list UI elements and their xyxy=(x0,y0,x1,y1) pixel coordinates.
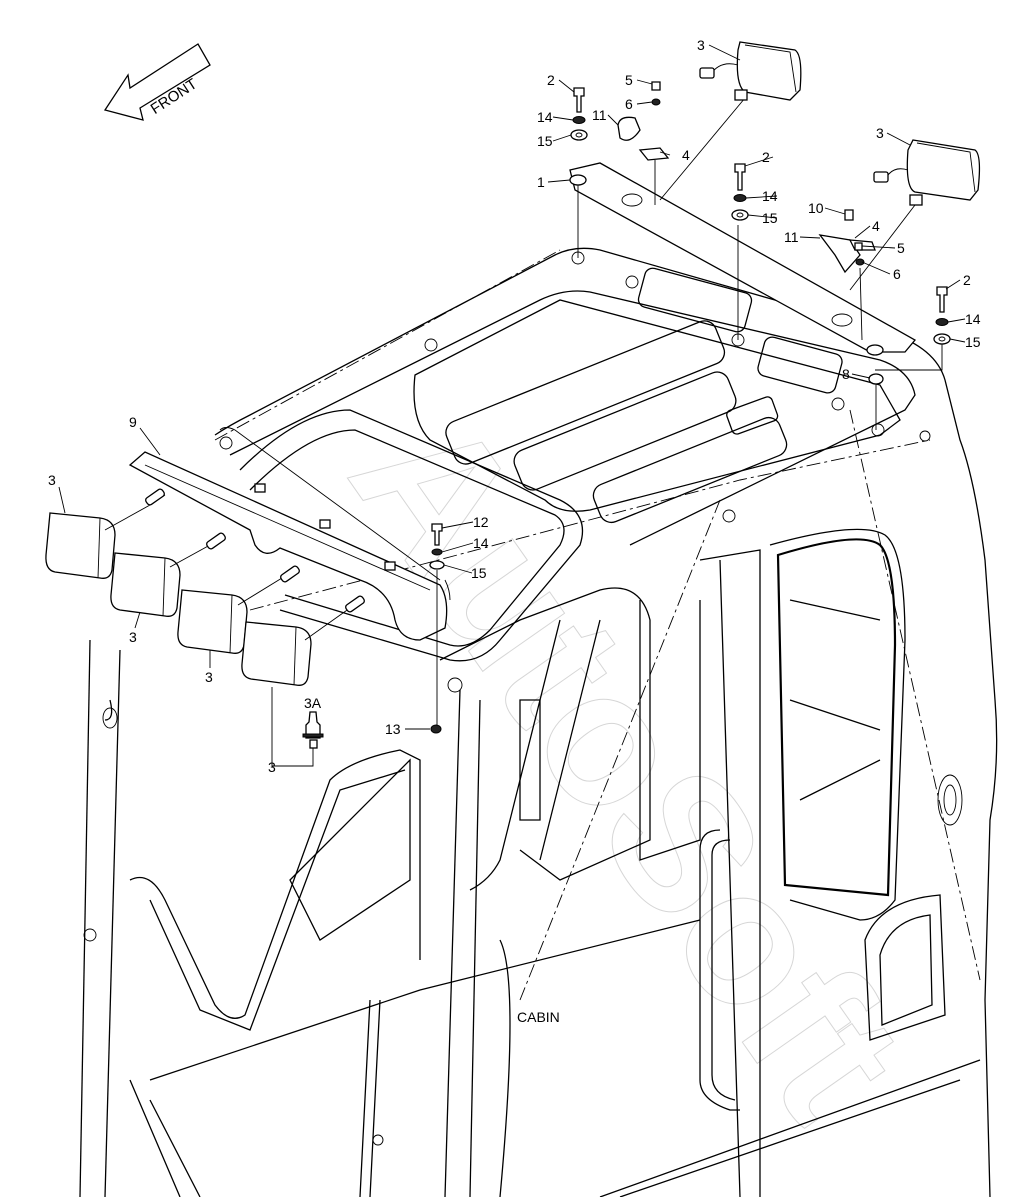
callout-6: 6 xyxy=(893,266,901,282)
callout-labels: 3 2 5 6 11 14 15 4 1 3 2 14 15 10 4 11 5… xyxy=(48,37,981,1025)
fasteners-top xyxy=(570,81,951,345)
callout-3a: 3A xyxy=(304,695,322,711)
callout-2: 2 xyxy=(762,149,770,165)
callout-3: 3 xyxy=(268,759,276,775)
svg-text:FRONT: FRONT xyxy=(148,76,201,118)
callout-3: 3 xyxy=(129,629,137,645)
callout-15: 15 xyxy=(471,565,487,581)
callout-12: 12 xyxy=(473,514,489,530)
callout-4: 4 xyxy=(872,218,880,234)
callout-14: 14 xyxy=(965,311,981,327)
callout-8: 8 xyxy=(842,366,850,382)
callout-14: 14 xyxy=(537,109,553,125)
work-lamp-top-left xyxy=(699,41,802,101)
callout-4: 4 xyxy=(682,147,690,163)
cabin-frame xyxy=(79,528,981,1197)
front-light-bar xyxy=(128,427,451,641)
leader-lines xyxy=(58,44,966,730)
callout-9: 9 xyxy=(129,414,137,430)
callout-14: 14 xyxy=(762,188,778,204)
front-lamps xyxy=(45,488,365,686)
callout-3: 3 xyxy=(205,669,213,685)
callout-2: 2 xyxy=(963,272,971,288)
watermark: AutoSoft xyxy=(311,376,946,1156)
callout-11: 11 xyxy=(784,229,799,245)
callout-5: 5 xyxy=(897,240,905,256)
mount-bar xyxy=(569,97,943,430)
callout-6: 6 xyxy=(625,96,633,112)
callout-15: 15 xyxy=(537,133,553,149)
callout-15: 15 xyxy=(762,210,778,226)
callout-1: 1 xyxy=(537,174,545,190)
front-arrow-icon: FRONT xyxy=(103,43,211,121)
callout-5: 5 xyxy=(625,72,633,88)
work-lamp-top-right xyxy=(873,139,981,206)
callout-14: 14 xyxy=(473,535,489,551)
callout-3: 3 xyxy=(48,472,56,488)
callout-2: 2 xyxy=(547,72,555,88)
callout-3: 3 xyxy=(876,125,884,141)
svg-text:AutoSoft: AutoSoft xyxy=(311,376,945,1155)
fasteners-front xyxy=(429,523,445,734)
bulb-icon xyxy=(271,687,324,767)
callout-15: 15 xyxy=(965,334,981,350)
cabin-roof xyxy=(214,247,998,1197)
assembly-label: CABIN xyxy=(517,1009,560,1025)
callout-11: 11 xyxy=(592,107,607,123)
callout-3: 3 xyxy=(697,37,705,53)
callout-10: 10 xyxy=(808,200,824,216)
callout-13: 13 xyxy=(385,721,401,737)
